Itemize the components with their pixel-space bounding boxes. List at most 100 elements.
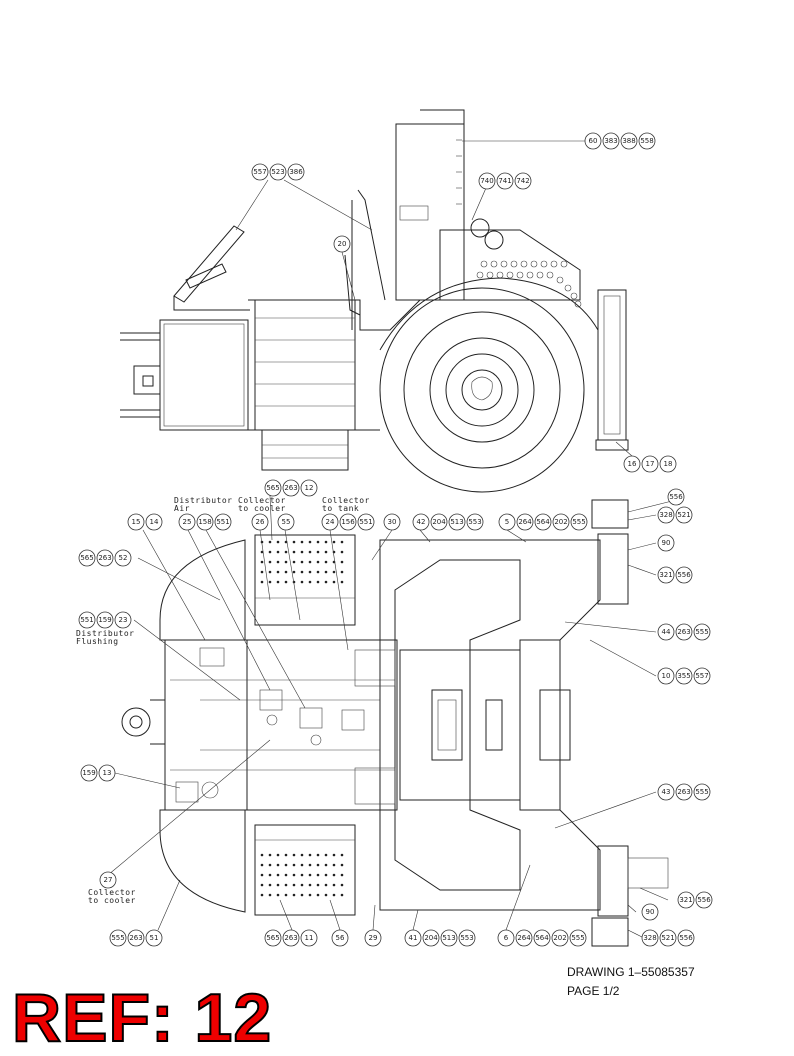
callout-321: 321 (679, 896, 692, 904)
callout-group-plan-bottom-e: 41 204 513 553 (404, 929, 476, 947)
callout-551: 551 (216, 518, 229, 526)
callout-740: 740 (480, 177, 493, 185)
callout-group-plan-left-a: 565 263 52 (78, 549, 132, 567)
note-collector-cooler-bottom-line1: Collector (88, 888, 136, 897)
note-collector-cooler-top-line1: Collector (238, 496, 286, 505)
callout-44: 44 (662, 628, 671, 636)
callout-12: 12 (305, 484, 314, 492)
callout-16: 16 (628, 460, 637, 468)
callout-551: 551 (80, 616, 93, 624)
callout-263: 263 (284, 934, 297, 942)
callout-10: 10 (662, 672, 671, 680)
callout-group-plan-right-f: 10 355 557 (657, 667, 711, 685)
callout-55: 55 (282, 518, 291, 526)
callout-553: 553 (468, 518, 481, 526)
callout-558: 558 (640, 137, 653, 145)
callout-156: 156 (341, 518, 355, 526)
callout-14: 14 (150, 518, 159, 526)
note-collector-tank-line2: to tank (322, 504, 359, 513)
callout-group-plan-right-c: 90 (657, 534, 675, 552)
callout-5: 5 (505, 518, 509, 526)
callout-25: 25 (183, 518, 192, 526)
callout-388: 388 (622, 137, 635, 145)
callout-555: 555 (572, 518, 585, 526)
callout-group-plan-left-b: 551 159 23 (78, 611, 132, 629)
callout-51: 51 (150, 934, 159, 942)
callout-23: 23 (119, 616, 128, 624)
callout-29: 29 (369, 934, 378, 942)
callout-group-side-lights: 740 741 742 (478, 172, 532, 190)
callout-553: 553 (460, 934, 473, 942)
callout-41: 41 (409, 934, 418, 942)
callout-15: 15 (132, 518, 141, 526)
callout-30: 30 (388, 518, 397, 526)
callout-18: 18 (664, 460, 673, 468)
callout-17: 17 (646, 460, 655, 468)
callout-555: 555 (695, 788, 708, 796)
callout-556: 556 (697, 896, 711, 904)
callout-557: 557 (695, 672, 708, 680)
callout-158: 158 (198, 518, 211, 526)
callout-group-plan-bottom-b: 565 263 11 (264, 929, 318, 947)
callout-26: 26 (256, 518, 265, 526)
side-view (120, 109, 629, 493)
callout-24: 24 (326, 518, 335, 526)
callout-90: 90 (646, 908, 655, 916)
callout-group-plan-top-a: 565 263 12 (264, 479, 318, 497)
callout-group-plan-top-h: 42 204 513 553 (412, 513, 484, 531)
callout-group-plan-bottom-f: 6 264 564 202 555 (497, 929, 587, 947)
note-collector-cooler-top-line2: to cooler (238, 504, 286, 513)
callout-group-plan-top-g: 30 (383, 513, 401, 531)
page-number: PAGE 1/2 (567, 984, 620, 998)
callout-263: 263 (98, 554, 111, 562)
callout-555: 555 (111, 934, 124, 942)
callout-263: 263 (677, 788, 690, 796)
drawing-number: DRAWING 1–55085357 (567, 965, 695, 979)
callout-264: 264 (517, 934, 531, 942)
callout-551: 551 (359, 518, 372, 526)
callout-742: 742 (516, 177, 529, 185)
callout-555: 555 (571, 934, 584, 942)
note-distributor-air-line1: Distributor (174, 496, 232, 505)
callout-321: 321 (659, 571, 672, 579)
callout-group-plan-right-h: 321 556 (677, 891, 713, 909)
callout-204: 204 (424, 934, 438, 942)
callout-group-plan-right-i: 90 (641, 903, 659, 921)
plan-view (121, 499, 669, 947)
callout-group-plan-top-b: 15 14 (127, 513, 163, 531)
callout-513: 513 (442, 934, 455, 942)
callout-group-plan-right-a: 556 (667, 488, 685, 506)
note-distributor-air-line2: Air (174, 504, 190, 513)
callout-42: 42 (417, 518, 426, 526)
callout-383: 383 (604, 137, 617, 145)
callout-565: 565 (80, 554, 93, 562)
callout-521: 521 (661, 934, 674, 942)
callout-56: 56 (336, 934, 345, 942)
callout-521: 521 (677, 511, 690, 519)
callout-group-plan-left-d: 27 (99, 871, 117, 889)
callout-564: 564 (536, 518, 550, 526)
callout-264: 264 (518, 518, 532, 526)
callout-group-plan-top-f: 24 156 551 (321, 513, 375, 531)
callout-group-plan-right-d: 321 556 (657, 566, 693, 584)
callout-556: 556 (669, 493, 683, 501)
callout-523: 523 (271, 168, 284, 176)
callout-556: 556 (679, 934, 693, 942)
callout-557: 557 (253, 168, 266, 176)
callout-group-plan-bottom-g: 328 521 556 (641, 929, 695, 947)
callout-27: 27 (104, 876, 113, 884)
callout-group-plan-top-d: 26 (251, 513, 269, 531)
callout-159: 159 (82, 769, 95, 777)
callout-328: 328 (643, 934, 656, 942)
callout-202: 202 (554, 518, 567, 526)
callout-555: 555 (695, 628, 708, 636)
callout-263: 263 (129, 934, 142, 942)
callouts: 60 383 388 558 557 523 386 740 741 742 2… (78, 132, 713, 947)
callout-328: 328 (659, 511, 672, 519)
callout-group-plan-right-g: 43 263 555 (657, 783, 711, 801)
callout-513: 513 (450, 518, 463, 526)
callout-group-plan-bottom-c: 56 (331, 929, 349, 947)
callout-43: 43 (662, 788, 671, 796)
callout-60: 60 (589, 137, 598, 145)
